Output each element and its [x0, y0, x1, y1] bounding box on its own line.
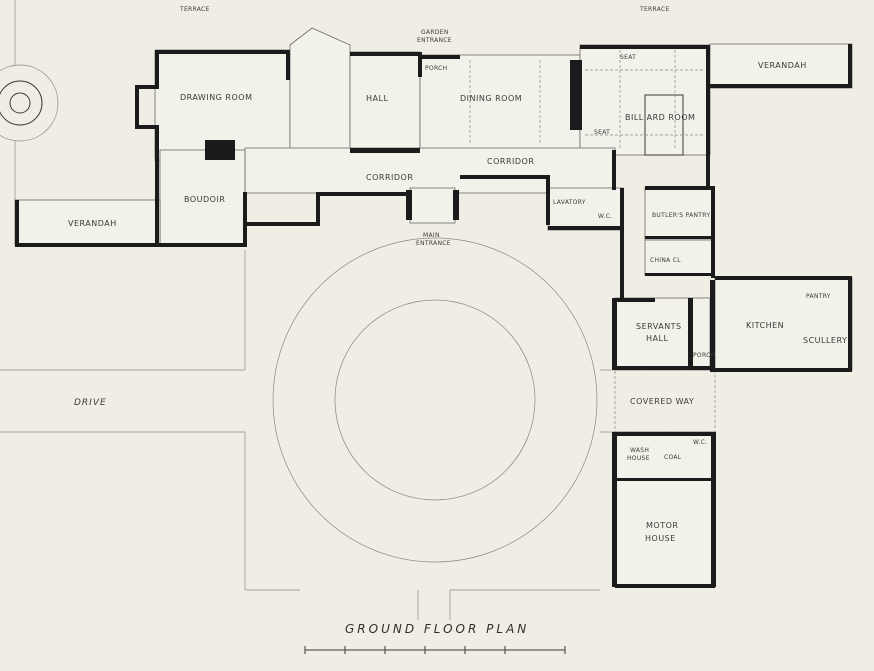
wc-small-label: W.C.	[693, 439, 707, 446]
building	[14, 27, 853, 588]
garden-entrance-label: GARDEN	[421, 29, 449, 36]
verandah-left-label: VERANDAH	[68, 219, 117, 228]
seat-top-label: SEAT	[620, 54, 636, 61]
kitchen-label: KITCHEN	[746, 321, 784, 330]
scullery-label: SCULLERY	[803, 336, 847, 345]
servants-hall-label-2: HALL	[646, 334, 668, 343]
pantry-label: PANTRY	[806, 293, 831, 300]
scale-bar	[304, 646, 566, 654]
plan-title: GROUND FLOOR PLAN	[345, 622, 529, 636]
wash-house-label-2: HOUSE	[627, 455, 650, 462]
seat-mid-label: SEAT	[594, 129, 610, 136]
hall-label: HALL	[366, 94, 388, 103]
corridor-right-label: CORRIDOR	[487, 157, 534, 166]
butlers-pantry-label: BUTLER'S PANTRY	[652, 212, 710, 219]
drive-lines	[0, 250, 615, 620]
covered-way-label: COVERED WAY	[630, 397, 694, 406]
china-label: CHINA CL	[650, 257, 681, 264]
motor-house-label-2: HOUSE	[645, 534, 676, 543]
billiard-room-label: BILLIARD ROOM	[625, 113, 695, 122]
servants-hall-label: SERVANTS	[636, 322, 682, 331]
garden-sundial	[0, 0, 59, 200]
coal-label: COAL	[664, 454, 682, 461]
verandah-right-label: VERANDAH	[758, 61, 807, 70]
main-entrance-label-2: ENTRANCE	[416, 240, 451, 247]
billiard-table	[644, 94, 684, 156]
lavatory-label: LAVATORY	[553, 199, 586, 206]
ceiling-grid	[469, 50, 705, 150]
motor-house-label: MOTOR	[646, 521, 678, 530]
terrace-left-label: TERRACE	[179, 6, 210, 13]
drawing-room-label: DRAWING ROOM	[180, 93, 252, 102]
boudoir-label: BOUDOIR	[184, 195, 225, 204]
porch-bottom-label: PORCH	[693, 352, 715, 359]
wc-label: W.C.	[598, 213, 612, 220]
garden-entrance-label-2: ENTRANCE	[417, 37, 452, 44]
dining-room-label: DINING ROOM	[460, 94, 522, 103]
forecourt-outer-circle	[272, 237, 598, 563]
terrace-right-label: TERRACE	[639, 6, 670, 13]
porch-top-label: PORCH	[425, 65, 447, 72]
corridor-left-label: CORRIDOR	[366, 173, 413, 182]
forecourt-inner-circle	[334, 299, 536, 501]
wash-house-label: WASH	[630, 447, 649, 454]
main-entrance-label: MAIN	[423, 232, 440, 239]
drive-label: DRIVE	[74, 398, 107, 408]
